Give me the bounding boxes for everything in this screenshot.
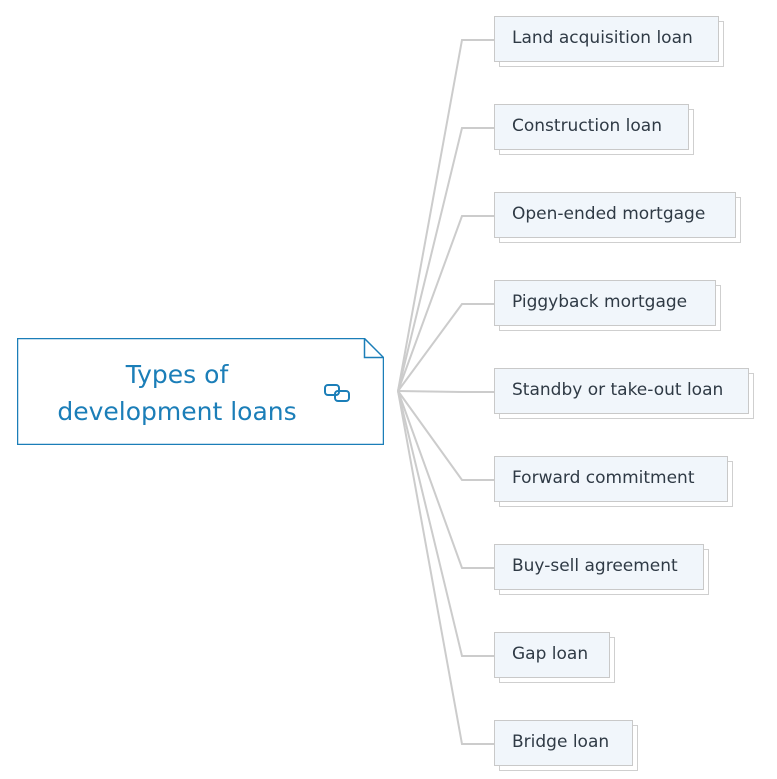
subtopic-label: Piggyback mortgage — [512, 292, 688, 312]
subtopic-label: Buy-sell agreement — [512, 556, 678, 576]
subtopic-box[interactable]: Gap loan — [494, 632, 610, 678]
subtopic-label: Gap loan — [512, 644, 589, 664]
subtopic-box[interactable]: Land acquisition loan — [494, 16, 719, 62]
connector-line — [397, 390, 494, 481]
connector-line — [397, 390, 494, 569]
subtopic-box[interactable]: Bridge loan — [494, 720, 633, 766]
central-topic-frame — [17, 338, 384, 445]
subtopic-label: Standby or take-out loan — [512, 380, 724, 400]
subtopic-box[interactable]: Standby or take-out loan — [494, 368, 749, 414]
subtopic-label: Open-ended mortgage — [512, 204, 706, 224]
connector-line — [397, 390, 494, 393]
subtopic-label: Bridge loan — [512, 732, 610, 752]
connector-line — [397, 215, 494, 392]
central-topic-title: Types of development loans — [57, 360, 297, 426]
connector-line — [397, 39, 494, 392]
subtopic-label: Land acquisition loan — [512, 28, 693, 48]
linked-boxes-icon[interactable] — [323, 382, 353, 404]
subtopic-node[interactable]: Standby or take-out loan — [494, 368, 754, 419]
subtopic-node[interactable]: Open-ended mortgage — [494, 192, 741, 243]
subtopic-node[interactable]: Land acquisition loan — [494, 16, 724, 67]
connector-line — [397, 390, 494, 745]
subtopic-label: Forward commitment — [512, 468, 695, 488]
subtopic-node[interactable]: Piggyback mortgage — [494, 280, 721, 331]
subtopic-node[interactable]: Forward commitment — [494, 456, 733, 507]
connector-line — [397, 303, 494, 392]
subtopic-label: Construction loan — [512, 116, 662, 136]
connector-line — [397, 127, 494, 392]
subtopic-node[interactable]: Gap loan — [494, 632, 615, 683]
subtopic-node[interactable]: Buy-sell agreement — [494, 544, 709, 595]
subtopic-box[interactable]: Forward commitment — [494, 456, 728, 502]
subtopic-node[interactable]: Bridge loan — [494, 720, 638, 771]
subtopic-box[interactable]: Buy-sell agreement — [494, 544, 704, 590]
subtopic-node[interactable]: Construction loan — [494, 104, 694, 155]
subtopic-box[interactable]: Piggyback mortgage — [494, 280, 716, 326]
central-topic[interactable]: Types of development loans — [17, 338, 384, 445]
connector-line — [397, 390, 494, 657]
subtopic-box[interactable]: Open-ended mortgage — [494, 192, 736, 238]
subtopic-box[interactable]: Construction loan — [494, 104, 689, 150]
